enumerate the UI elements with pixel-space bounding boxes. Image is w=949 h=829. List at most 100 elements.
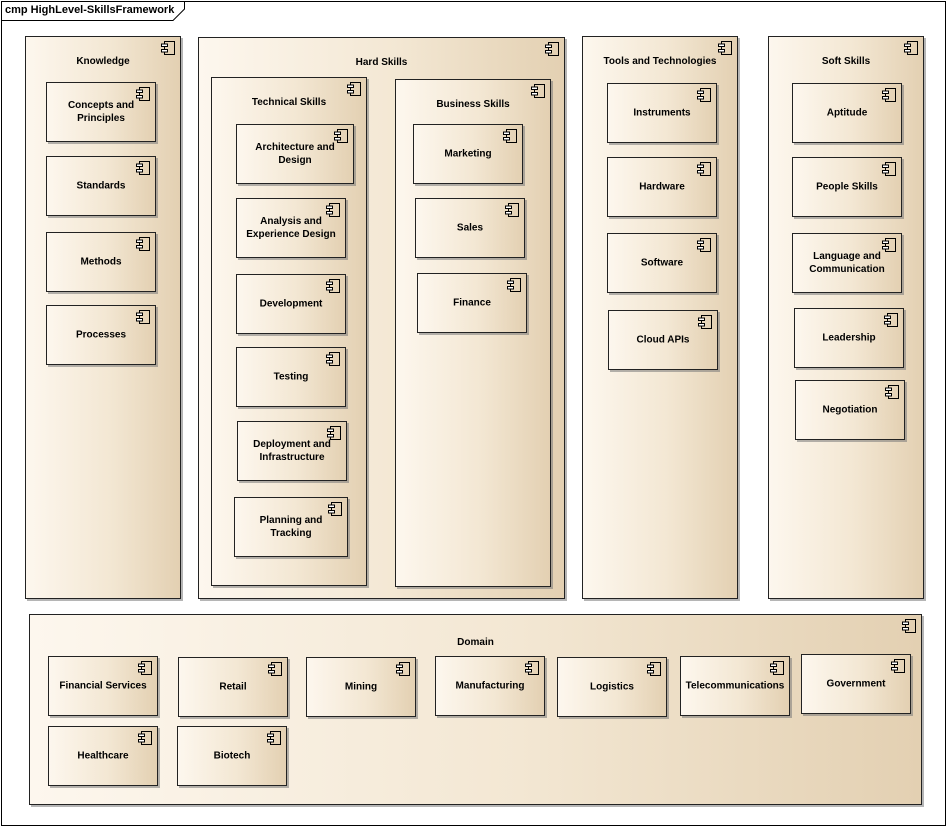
package-label: Knowledge <box>76 56 130 67</box>
component-label: Cloud APIs <box>636 334 690 346</box>
component-telecommunications[interactable]: Telecommunications <box>680 656 790 716</box>
uml-component-icon <box>347 82 361 96</box>
component-mining[interactable]: Mining <box>306 657 416 717</box>
component-biotech[interactable]: Biotech <box>177 726 287 786</box>
uml-component-icon <box>327 426 341 440</box>
uml-component-icon <box>136 161 150 175</box>
uml-component-icon <box>902 619 916 633</box>
uml-component-icon <box>334 129 348 143</box>
component-label: Manufacturing <box>455 680 525 692</box>
component-label: Concepts and Principles <box>67 100 135 124</box>
package-label: Technical Skills <box>251 97 327 108</box>
component-label: Telecommunications <box>685 680 785 692</box>
uml-component-icon <box>326 279 340 293</box>
component-label: People Skills <box>816 181 878 193</box>
component-processes[interactable]: Processes <box>46 305 156 365</box>
uml-component-icon <box>697 88 711 102</box>
component-label: Software <box>640 257 684 269</box>
uml-component-icon <box>882 238 896 252</box>
uml-component-icon <box>138 731 152 745</box>
uml-component-icon <box>882 162 896 176</box>
component-software[interactable]: Software <box>607 233 717 293</box>
component-label: Government <box>826 678 886 690</box>
uml-component-icon <box>882 88 896 102</box>
component-development[interactable]: Development <box>236 274 346 334</box>
component-label: Language and Communication <box>809 251 885 275</box>
component-cloud-apis[interactable]: Cloud APIs <box>608 310 718 370</box>
component-label: Healthcare <box>77 750 129 762</box>
component-label: Testing <box>273 371 309 383</box>
uml-component-icon <box>884 313 898 327</box>
uml-component-icon <box>136 237 150 251</box>
uml-component-icon <box>328 502 342 516</box>
uml-component-icon <box>503 129 517 143</box>
package-label: Hard Skills <box>355 57 408 68</box>
component-aptitude[interactable]: Aptitude <box>792 83 902 143</box>
package-label: Business Skills <box>436 99 510 110</box>
component-negotiation[interactable]: Negotiation <box>795 380 905 440</box>
component-label: Standards <box>76 180 126 192</box>
component-label: Development <box>259 298 323 310</box>
component-methods[interactable]: Methods <box>46 232 156 292</box>
component-label: Methods <box>80 256 122 268</box>
component-sales[interactable]: Sales <box>415 198 525 258</box>
component-label: Negotiation <box>822 404 878 416</box>
component-standards[interactable]: Standards <box>46 156 156 216</box>
uml-component-icon <box>268 662 282 676</box>
component-label: Hardware <box>639 181 685 193</box>
component-label: Mining <box>344 681 378 693</box>
uml-component-icon <box>507 278 521 292</box>
package-label: Domain <box>457 637 494 648</box>
uml-component-icon <box>396 662 410 676</box>
component-deployment-and-infrastructure[interactable]: Deployment and Infrastructure <box>237 421 347 481</box>
uml-component-icon <box>885 385 899 399</box>
component-language-and-communication[interactable]: Language and Communication <box>792 233 902 293</box>
component-label: Finance <box>453 297 491 309</box>
uml-component-icon <box>136 87 150 101</box>
component-government[interactable]: Government <box>801 654 911 714</box>
package-label: Tools and Technologies <box>603 56 717 67</box>
uml-component-icon <box>904 41 918 55</box>
uml-component-icon <box>267 731 281 745</box>
component-label: Processes <box>75 329 127 341</box>
uml-component-icon <box>161 41 175 55</box>
component-hardware[interactable]: Hardware <box>607 157 717 217</box>
uml-component-icon <box>697 238 711 252</box>
component-concepts-and-principles[interactable]: Concepts and Principles <box>46 82 156 142</box>
package-label: Soft Skills <box>821 56 871 67</box>
uml-component-icon <box>697 162 711 176</box>
component-people-skills[interactable]: People Skills <box>792 157 902 217</box>
component-manufacturing[interactable]: Manufacturing <box>435 656 545 716</box>
uml-component-icon <box>505 203 519 217</box>
component-analysis-and-experience-design[interactable]: Analysis and Experience Design <box>236 198 346 258</box>
component-label: Retail <box>219 681 247 693</box>
component-label: Biotech <box>213 750 251 762</box>
component-label: Analysis and Experience Design <box>246 216 336 240</box>
component-label: Deployment and Infrastructure <box>253 439 331 463</box>
component-leadership[interactable]: Leadership <box>794 308 904 368</box>
component-financial-services[interactable]: Financial Services <box>48 656 158 716</box>
component-architecture-and-design[interactable]: Architecture and Design <box>236 124 354 184</box>
component-healthcare[interactable]: Healthcare <box>48 726 158 786</box>
uml-component-icon <box>326 203 340 217</box>
uml-component-icon <box>545 42 559 56</box>
component-instruments[interactable]: Instruments <box>607 83 717 143</box>
component-label: Planning and Tracking <box>259 515 323 539</box>
uml-component-icon <box>531 84 545 98</box>
uml-component-icon <box>525 661 539 675</box>
component-logistics[interactable]: Logistics <box>557 657 667 717</box>
uml-component-icon <box>698 315 712 329</box>
component-finance[interactable]: Finance <box>417 273 527 333</box>
uml-component-icon <box>326 352 340 366</box>
component-label: Aptitude <box>826 107 868 119</box>
component-marketing[interactable]: Marketing <box>413 124 523 184</box>
component-label: Logistics <box>590 681 634 693</box>
uml-component-icon <box>718 41 732 55</box>
component-retail[interactable]: Retail <box>178 657 288 717</box>
component-label: Instruments <box>633 107 691 119</box>
component-label: Financial Services <box>59 680 147 692</box>
component-testing[interactable]: Testing <box>236 347 346 407</box>
component-planning-and-tracking[interactable]: Planning and Tracking <box>234 497 348 557</box>
uml-component-icon <box>136 310 150 324</box>
